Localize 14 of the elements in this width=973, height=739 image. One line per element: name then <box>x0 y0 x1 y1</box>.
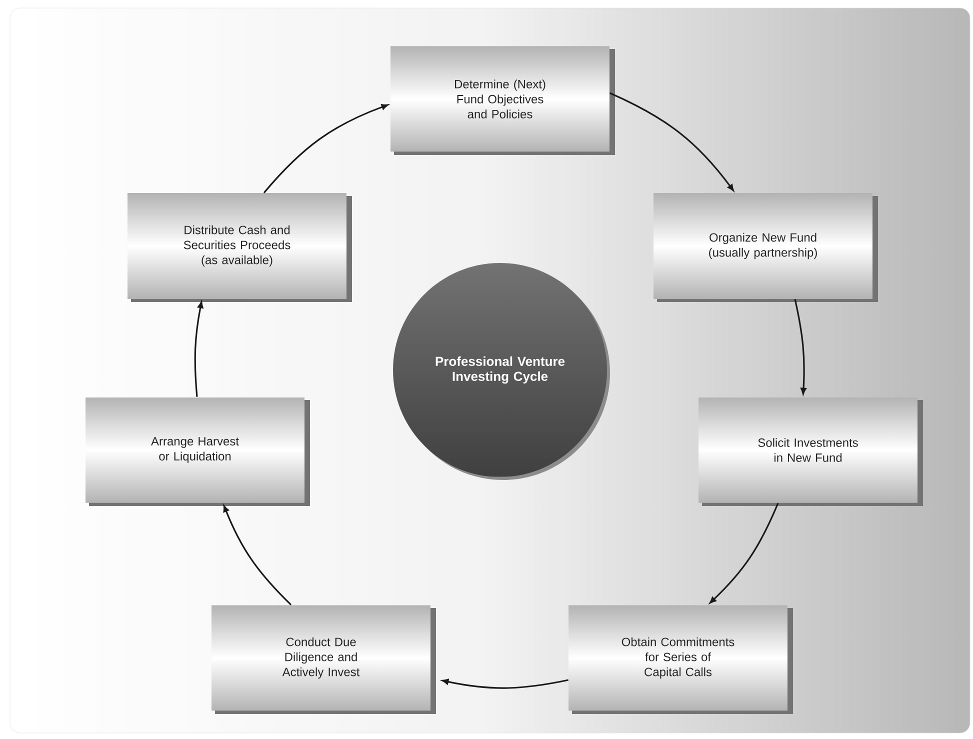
arrow <box>794 299 806 394</box>
arrow <box>194 302 204 397</box>
arrow <box>263 104 388 194</box>
arrow <box>223 505 292 606</box>
process-box: Arrange Harvest or Liquidation <box>86 397 310 506</box>
process-box: Determine (Next) Fund Objectives and Policies <box>390 46 615 155</box>
process-box: Organize New Fund (usually partnership) <box>654 193 878 302</box>
arrow <box>609 92 734 192</box>
process-box: Distribute Cash and Securities Proceeds (as available) <box>128 193 352 302</box>
arrow <box>442 678 568 689</box>
process-box: Conduct Due Diligence and Actively Invest <box>212 605 436 714</box>
process-box: Obtain Commitments for Series of Capital Calls <box>568 605 793 714</box>
arrow <box>710 502 779 604</box>
process-box: Solicit Investments in New Fund <box>698 397 924 506</box>
